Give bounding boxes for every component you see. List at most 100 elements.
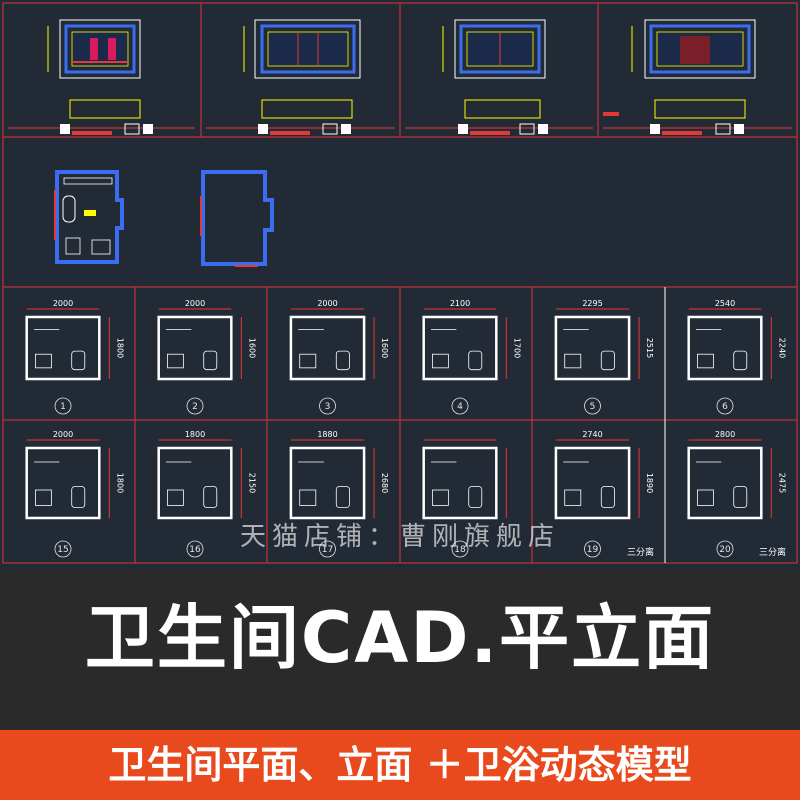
toilet-icon <box>733 486 748 508</box>
main-title: 卫生间CAD.平立面 <box>84 597 716 679</box>
width-dimension: 1880 <box>317 430 337 439</box>
elevation-panel-4 <box>603 19 792 135</box>
plan-number-circle <box>186 397 204 415</box>
height-dimension: 2680 <box>380 473 389 493</box>
toilet-icon <box>203 486 218 508</box>
plan-3: 2000 1600 3 <box>289 299 389 415</box>
sink-icon <box>432 489 449 506</box>
floor-plan-empty <box>200 170 274 267</box>
sink-icon <box>299 489 317 506</box>
sink-icon <box>697 489 714 506</box>
elevation-panel-3 <box>405 19 593 135</box>
plan-number: 18 <box>454 545 466 555</box>
plan-wall <box>554 315 631 381</box>
plan-number: 1 <box>60 402 66 412</box>
width-dimension: 1800 <box>185 430 205 439</box>
plan-wall <box>422 446 498 520</box>
width-dimension: 2800 <box>715 430 735 439</box>
plan-number: 4 <box>457 402 463 412</box>
elevation-panel-1 <box>8 19 195 135</box>
plan-18: 18 <box>422 439 507 558</box>
height-dimension: 1890 <box>645 473 654 493</box>
toilet-icon <box>468 350 483 371</box>
toilet-icon <box>71 486 86 508</box>
toilet-icon <box>600 486 615 508</box>
plan-wall <box>687 446 763 520</box>
sink-icon <box>167 489 184 506</box>
height-dimension: 1600 <box>380 338 389 358</box>
width-dimension: 2100 <box>450 299 470 308</box>
plan-17: 1880 2680 17 <box>289 430 389 558</box>
plan-wall <box>289 315 366 381</box>
plan-wall <box>422 315 498 381</box>
plan-number-circle <box>451 540 469 558</box>
plan-20: 2800 2475 20 三分离 <box>687 430 786 558</box>
plan-wall <box>25 446 101 520</box>
sink-icon <box>35 353 52 369</box>
plan-1: 2000 1800 1 <box>25 299 124 415</box>
toilet-icon <box>600 350 615 371</box>
elevation-panel-2 <box>206 19 395 135</box>
height-dimension: 2240 <box>777 338 786 358</box>
height-dimension: 1800 <box>115 473 124 493</box>
sink-icon <box>564 489 582 506</box>
height-dimension: 1800 <box>115 338 124 358</box>
sink-icon <box>35 489 52 506</box>
plan-number: 20 <box>719 545 731 555</box>
plan-number: 17 <box>322 545 333 555</box>
plan-number-circle <box>584 540 601 558</box>
toilet-icon <box>71 350 86 371</box>
width-dimension: 2000 <box>185 299 205 308</box>
plan-number: 2 <box>192 402 198 412</box>
title-band <box>0 570 800 730</box>
plan-number-circle <box>186 540 204 558</box>
height-dimension: 2515 <box>645 338 654 358</box>
plan-note: 三分离 <box>627 546 654 558</box>
height-dimension: 2475 <box>777 473 786 493</box>
width-dimension: 2000 <box>317 299 337 308</box>
toilet-icon <box>335 486 350 508</box>
subtitle: 卫生间平面、立面 ＋卫浴动态模型 <box>108 743 692 787</box>
toilet-icon <box>203 350 218 371</box>
plan-number: 3 <box>325 402 331 412</box>
sink-icon <box>697 353 714 369</box>
toilet-icon <box>335 350 350 371</box>
cad-grid <box>2 2 798 564</box>
plan-number-circle <box>319 397 336 415</box>
plan-wall <box>289 446 366 520</box>
plan-number-circle <box>716 540 734 558</box>
plan-number: 15 <box>57 545 68 555</box>
plan-number-circle <box>716 397 734 415</box>
plan-number-circle <box>584 397 601 415</box>
plan-number-circle <box>451 397 469 415</box>
subtitle-band <box>0 730 800 800</box>
plan-wall <box>25 315 101 381</box>
sink-icon <box>299 353 317 369</box>
plan-wall <box>157 446 233 520</box>
plan-2: 2000 1600 2 <box>157 299 256 415</box>
plan-number: 16 <box>189 545 201 555</box>
toilet-icon <box>733 350 748 371</box>
plan-wall <box>157 315 233 381</box>
plan-number: 6 <box>722 402 728 412</box>
width-dimension: 2295 <box>582 299 602 308</box>
sink-icon <box>564 353 582 369</box>
toilet-icon <box>468 486 483 508</box>
height-dimension: 1600 <box>247 338 256 358</box>
sink-icon <box>432 353 449 369</box>
plan-wall <box>554 446 631 520</box>
plan-number-circle <box>54 397 72 415</box>
plan-wall <box>687 315 763 381</box>
plan-number: 19 <box>587 545 599 555</box>
plan-note: 三分离 <box>759 546 786 558</box>
sink-icon <box>167 353 184 369</box>
plan-number: 5 <box>590 402 596 412</box>
width-dimension: 2000 <box>53 299 73 308</box>
